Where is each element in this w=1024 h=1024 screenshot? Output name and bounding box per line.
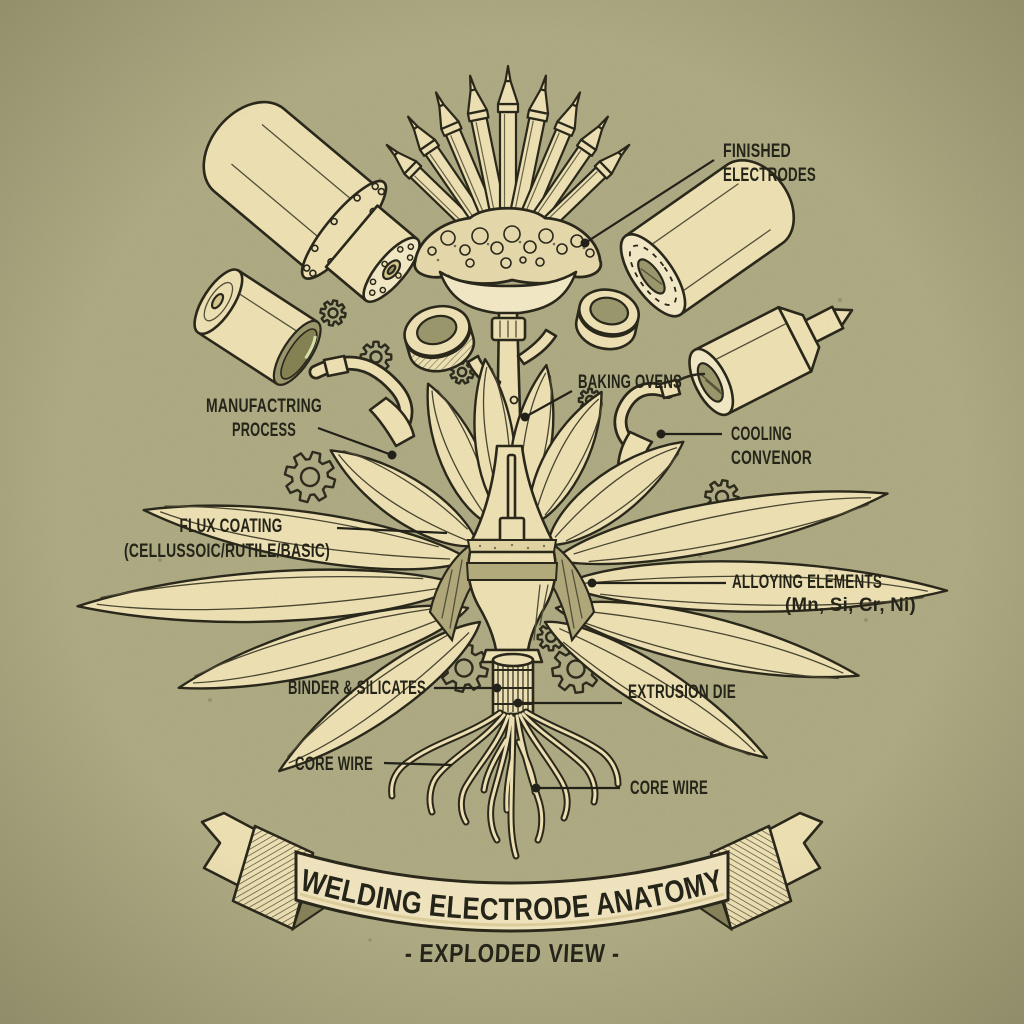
- poster: WELDING ELECTRODE ANATOMY - EXPLODED VIE…: [0, 0, 1024, 1024]
- vignette-overlay: [0, 0, 1024, 1024]
- illustration-canvas: WELDING ELECTRODE ANATOMY - EXPLODED VIE…: [0, 0, 1024, 1024]
